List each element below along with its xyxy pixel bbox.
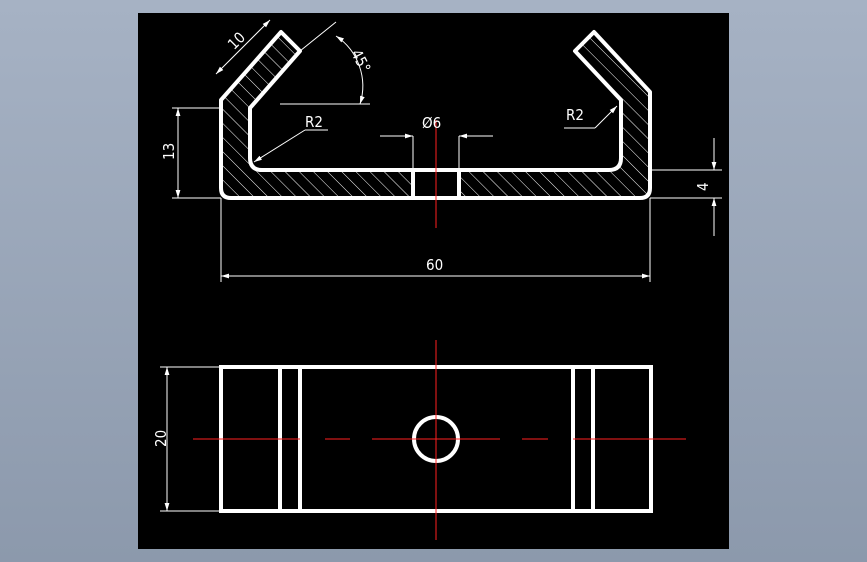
depth-dimension[interactable] [160, 366, 221, 512]
front-view[interactable] [219, 30, 652, 228]
dim-height: 13 [160, 143, 178, 160]
dim-depth: 20 [152, 430, 170, 447]
front-dimensions[interactable] [172, 19, 722, 282]
dim-width: 60 [426, 256, 443, 274]
top-centerlines [193, 340, 686, 540]
section-outline [219, 30, 652, 200]
dim-radius-right: R2 [566, 106, 584, 124]
dim-thickness-bottom: 4 [694, 182, 712, 191]
dim-hole-diameter: Ø6 [422, 114, 441, 132]
dim-radius-left: R2 [305, 113, 323, 131]
